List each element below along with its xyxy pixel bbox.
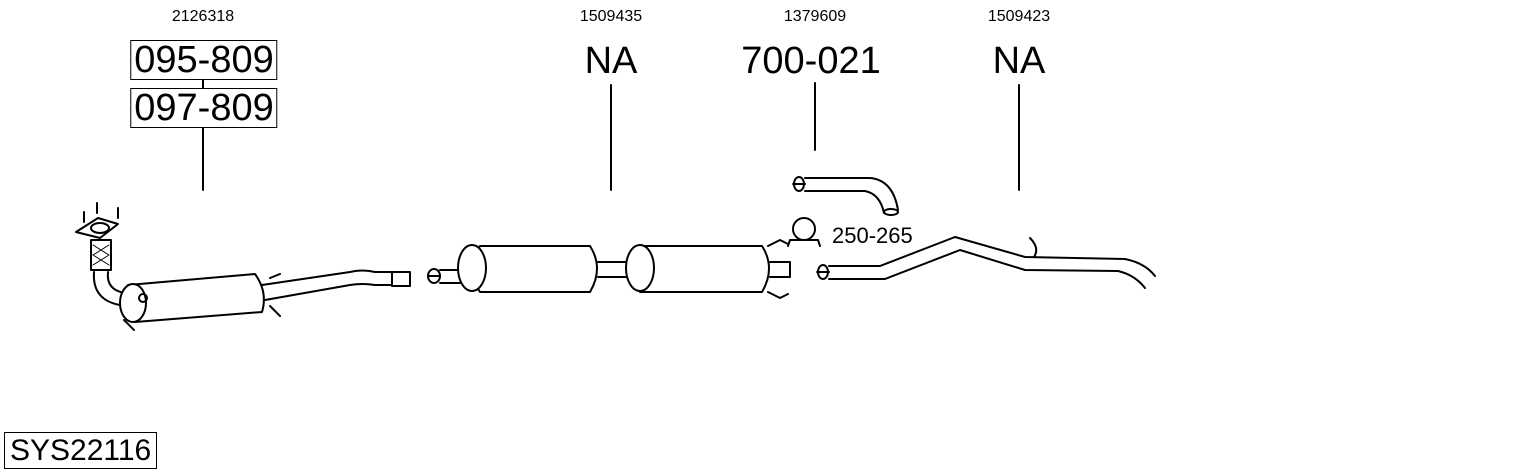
part-ref-2: 1509435: [579, 8, 643, 25]
clamp-label[interactable]: 250-265: [832, 223, 913, 248]
part-ref-4: 1509423: [987, 8, 1051, 25]
silencer-assembly: [427, 239, 791, 299]
leader-lines: [202, 79, 1020, 191]
tail-pipe: [816, 236, 1156, 289]
part-ref-3: 1379609: [783, 8, 847, 25]
front-pipe-catalyst: [75, 202, 411, 331]
part-number[interactable]: 700-021: [741, 40, 881, 82]
connecting-pipe: [792, 176, 899, 216]
part-number: NA: [584, 40, 638, 82]
part-number-box[interactable]: 097-809: [130, 88, 278, 128]
part-number-box[interactable]: 095-809: [130, 40, 278, 80]
pipe-clamp: [787, 217, 821, 247]
part-number: NA: [992, 40, 1046, 82]
system-id: SYS22116: [4, 432, 158, 469]
part-ref-1: 2126318: [171, 8, 235, 25]
